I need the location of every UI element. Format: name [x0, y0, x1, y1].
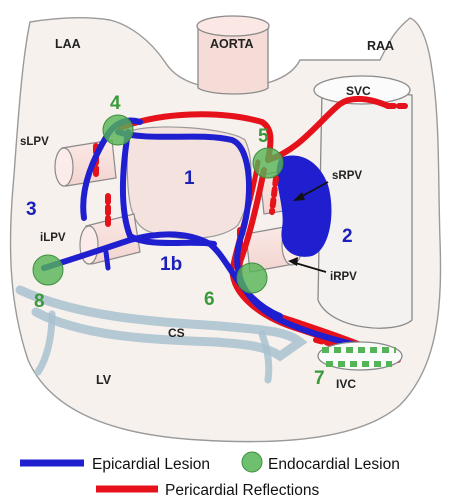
cs-branch	[34, 310, 56, 376]
endocardial-lesion-5	[252, 147, 284, 179]
coronary-sinus	[15, 285, 308, 362]
lesion-number-7: 7	[314, 368, 325, 389]
irpv-arrow	[288, 257, 327, 273]
endocardial-lesion-6	[236, 262, 268, 294]
svc-tube	[313, 75, 413, 329]
lesion-number-1b: 1b	[160, 254, 182, 275]
label-slpv: sLPV	[20, 136, 49, 148]
label-srpv: sRPV	[332, 170, 362, 182]
legend-endocardial-swatch	[241, 451, 263, 473]
lesion-number-5: 5	[258, 126, 269, 147]
label-irpv: iRPV	[330, 271, 357, 283]
legend: Epicardial Lesion Endocardial Lesion Per…	[20, 451, 400, 499]
label-lv: LV	[96, 373, 112, 387]
label-laa: LAA	[55, 37, 81, 51]
endocardial-lesion-8	[32, 254, 64, 286]
cs-branch	[258, 330, 273, 384]
label-aorta: AORTA	[210, 37, 254, 51]
label-ilpv: iLPV	[40, 232, 66, 244]
legend-epicardial-label: Epicardial Lesion	[92, 456, 210, 473]
label-raa: RAA	[367, 39, 394, 53]
endocardial-lesions	[32, 114, 284, 294]
lesion-number-6: 6	[204, 289, 215, 310]
legend-endocardial-label: Endocardial Lesion	[268, 456, 400, 473]
aorta	[196, 15, 270, 95]
slpv-vein	[54, 139, 117, 187]
label-svc: SVC	[346, 84, 371, 98]
lesion-number-3: 3	[26, 199, 37, 220]
ivc	[317, 341, 403, 371]
lesion-number-2: 2	[342, 226, 353, 247]
endocardial-lesion-4	[102, 114, 134, 146]
label-cs: CS	[168, 326, 185, 340]
epicardial-pouch	[276, 155, 332, 257]
label-ivc: IVC	[336, 377, 356, 391]
legend-pericardial-label: Pericardial Reflections	[165, 482, 319, 499]
lesion-number-4: 4	[110, 93, 121, 114]
srpv-arrow	[293, 181, 329, 201]
lesion-number-1: 1	[184, 168, 195, 189]
lesion-number-8: 8	[34, 291, 45, 312]
